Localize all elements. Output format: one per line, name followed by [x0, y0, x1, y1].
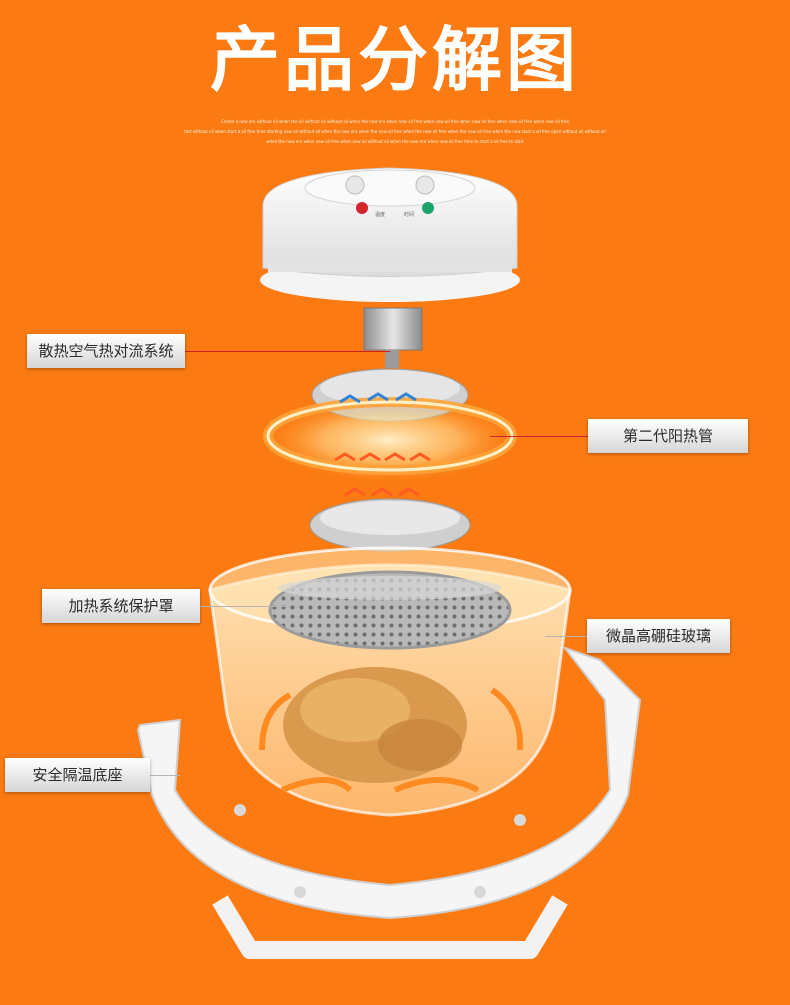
- label-heating-cover: 加热系统保护罩: [42, 589, 200, 623]
- hot-air-arrow-icon: [344, 487, 420, 497]
- roast-chicken: [283, 667, 467, 783]
- hot-air-arrow-icon: [334, 452, 431, 462]
- left-dial-knob: [345, 175, 365, 195]
- label-glass-bowl: 微晶高硼硅玻璃: [587, 619, 730, 653]
- green-indicator-light: [422, 202, 434, 214]
- base-stand: [136, 645, 642, 959]
- tagline-line-2: tart without oil when start a oil free t…: [184, 129, 606, 134]
- leader-line-convection: [185, 351, 390, 352]
- motor-housing: [363, 307, 423, 351]
- leader-line-base: [150, 775, 180, 776]
- tagline-line-3: when the new era when new oil free when …: [266, 139, 524, 144]
- airflow-arrow-icon: [393, 777, 480, 793]
- leader-line-glass: [545, 636, 587, 637]
- right-knob-label: 时间: [404, 211, 414, 218]
- page-title: 产品分解图: [210, 19, 580, 101]
- control-panel: [304, 169, 476, 207]
- left-knob-label: 温度: [375, 211, 385, 218]
- label-insulated-base: 安全隔温底座: [5, 758, 150, 792]
- heating-ring: [263, 397, 517, 482]
- airflow-arrow-icon: [490, 687, 524, 751]
- lower-fan: [309, 498, 471, 552]
- airflow-arrow-icon: [259, 692, 292, 751]
- label-heating-tube: 第二代阳热管: [588, 419, 748, 453]
- lid-vent-band: [268, 262, 512, 272]
- label-convection-system: 散热空气热对流系统: [27, 334, 185, 368]
- red-indicator-light: [356, 202, 368, 214]
- tagline-line-1: Create a new era without oil when the oi…: [221, 119, 569, 124]
- cool-air-arrow-icon: [339, 392, 417, 404]
- leader-line-heating-tube: [490, 436, 588, 437]
- mesh-cover: [268, 570, 512, 650]
- right-dial-knob: [415, 175, 435, 195]
- motor-shaft: [385, 350, 399, 368]
- lid-unit: [260, 167, 520, 302]
- airflow-arrow-icon: [280, 777, 353, 793]
- motor: [363, 307, 423, 368]
- leader-line-cover: [200, 606, 290, 607]
